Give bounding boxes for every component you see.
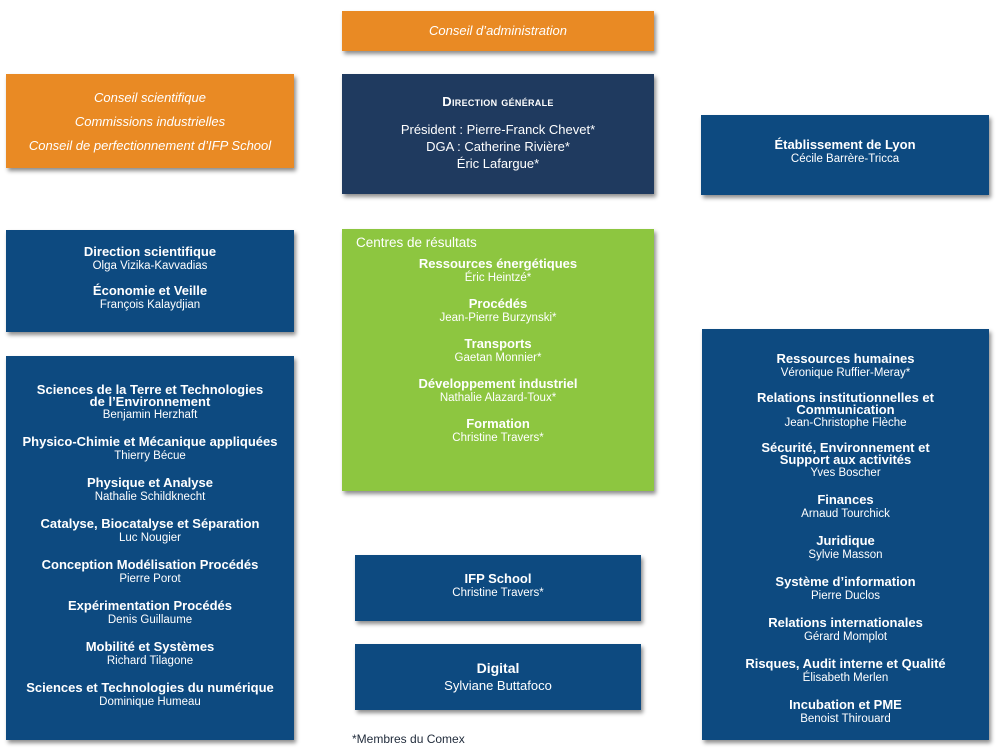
conseil-administration-box: Conseil d’administration (342, 11, 654, 51)
org-item-title: Direction scientifique (83, 244, 217, 259)
org-item-title: Juridique (816, 533, 875, 548)
org-item: Sciences et Technologies du numérique Do… (6, 680, 294, 710)
org-item-name: Olga Vizika-Kavvadias (92, 260, 208, 272)
org-item-name: Benjamin Herzhaft (102, 409, 198, 421)
org-item: Sécurité, Environnement et Support aux a… (702, 440, 989, 481)
lyon-title: Établissement de Lyon (774, 137, 916, 152)
org-item-title: Ressources énergétiques (418, 256, 578, 271)
support-functions-box: Ressources humaines Véronique Ruffier-Me… (702, 329, 989, 740)
org-item-name: Jean-Pierre Burzynski* (439, 312, 557, 324)
org-item-name: Véronique Ruffier-Meray* (780, 367, 911, 379)
org-item: Juridique Sylvie Masson (702, 533, 989, 563)
org-item-name: Luc Nougier (118, 532, 181, 544)
org-item-title: Incubation et PME (789, 697, 902, 712)
org-item: Sciences de la Terre et Technologies de … (6, 382, 294, 423)
org-item-title: Catalyse, Biocatalyse et Séparation (40, 516, 260, 531)
sciences-directions-box: Sciences de la Terre et Technologies de … (6, 356, 294, 740)
org-item-name: Sylvie Masson (808, 549, 883, 561)
org-item-name: Dominique Humeau (99, 696, 201, 708)
org-item: Procédés Jean-Pierre Burzynski* (342, 296, 654, 326)
direction-scientifique-box: Direction scientifique Olga Vizika-Kavva… (6, 230, 294, 332)
org-item-name: Jean-Christophe Flèche (784, 417, 907, 429)
org-item: Relations internationales Gérard Momplot (702, 615, 989, 645)
lyon-name: Cécile Barrère-Tricca (790, 153, 900, 165)
org-item-title: Conception Modélisation Procédés (41, 557, 259, 572)
centres-resultats-box: Centres de résultats Ressources énergéti… (342, 229, 654, 491)
org-item: Transports Gaetan Monnier* (342, 336, 654, 366)
org-item-title: Sciences de la Terre et Technologies de … (36, 382, 264, 409)
org-item-title: Sciences et Technologies du numérique (26, 680, 274, 695)
org-item: Formation Christine Travers* (342, 416, 654, 446)
org-item-title: Procédés (468, 296, 528, 311)
dga-second-line: Éric Lafargue* (456, 156, 540, 171)
org-item-name: Yves Boscher (810, 467, 881, 479)
conseil-perfectionnement-label: Conseil de perfectionnement d’IFP School (28, 138, 272, 153)
org-item-name: Gaetan Monnier* (454, 352, 542, 364)
direction-generale-box: Direction générale Président : Pierre-Fr… (342, 74, 654, 194)
org-item-name: Thierry Bécue (114, 450, 186, 462)
org-item-title: Formation (466, 416, 530, 431)
org-item: Développement industriel Nathalie Alazar… (342, 376, 654, 406)
comex-footnote: *Membres du Comex (352, 732, 465, 746)
org-item-name: Arnaud Tourchick (801, 508, 890, 520)
org-item: Risques, Audit interne et Qualité Élisab… (702, 656, 989, 686)
org-item: Expérimentation Procédés Denis Guillaume (6, 598, 294, 628)
org-item-title: Mobilité et Systèmes (85, 639, 215, 654)
org-item-title: Physico-Chimie et Mécanique appliquées (22, 434, 278, 449)
commissions-industrielles-label: Commissions industrielles (74, 114, 226, 129)
org-item: Physico-Chimie et Mécanique appliquées T… (6, 434, 294, 464)
org-item-name: Benoist Thirouard (800, 713, 891, 725)
org-item-title: Transports (464, 336, 532, 351)
org-item-title: Physique et Analyse (87, 475, 213, 490)
ifp-school-box: IFP School Christine Travers* (355, 555, 641, 621)
org-item-name: Denis Guillaume (107, 614, 193, 626)
centres-resultats-heading: Centres de résultats (356, 235, 477, 250)
org-item: Ressources humaines Véronique Ruffier-Me… (702, 351, 989, 381)
org-item: Catalyse, Biocatalyse et Séparation Luc … (6, 516, 294, 546)
etablissement-lyon-box: Établissement de Lyon Cécile Barrère-Tri… (701, 115, 989, 195)
dga-line: DGA : Catherine Rivière* (426, 139, 570, 154)
conseil-administration-label: Conseil d’administration (428, 23, 567, 38)
org-item-title: Relations institutionnelles et Communica… (757, 390, 934, 417)
org-item-title: Expérimentation Procédés (68, 598, 232, 613)
digital-box: Digital Sylviane Buttafoco (355, 644, 641, 710)
org-item: Ressources énergétiques Éric Heintzé* (342, 256, 654, 286)
org-item-title: Finances (817, 492, 874, 507)
org-item-title: Sécurité, Environnement et Support aux a… (761, 440, 930, 467)
ifp-school-name: Christine Travers* (452, 587, 544, 599)
org-item: Conception Modélisation Procédés Pierre … (6, 557, 294, 587)
org-item: Direction scientifique Olga Vizika-Kavva… (6, 244, 294, 274)
org-item-name: Élisabeth Merlen (802, 672, 889, 684)
org-item-name: Gérard Momplot (803, 631, 888, 643)
org-item-name: Nathalie Schildknecht (94, 491, 206, 503)
org-item: Mobilité et Systèmes Richard Tilagone (6, 639, 294, 669)
org-item-title: Ressources humaines (776, 351, 915, 366)
org-item: Physique et Analyse Nathalie Schildknech… (6, 475, 294, 505)
direction-generale-title: Direction générale (442, 94, 554, 109)
president-line: Président : Pierre-Franck Chevet* (400, 122, 596, 137)
org-item: Finances Arnaud Tourchick (702, 492, 989, 522)
org-item-title: Système d’information (775, 574, 916, 589)
org-item-name: Pierre Duclos (810, 590, 881, 602)
org-item-name: Éric Heintzé* (464, 272, 532, 284)
org-item-name: Pierre Porot (119, 573, 181, 585)
ifp-school-title: IFP School (464, 571, 532, 586)
org-item: Économie et Veille François Kalaydjian (6, 283, 294, 313)
org-item-name: Nathalie Alazard-Toux* (439, 392, 557, 404)
org-item-name: Christine Travers* (452, 432, 544, 444)
org-item-title: Relations internationales (768, 615, 923, 630)
conseil-scientifique-label: Conseil scientifique (93, 90, 206, 105)
org-item-name: François Kalaydjian (99, 299, 201, 311)
org-item-title: Risques, Audit interne et Qualité (745, 656, 946, 671)
org-item: Relations institutionnelles et Communica… (702, 390, 989, 431)
org-item-title: Développement industriel (418, 376, 578, 391)
conseils-box: Conseil scientifique Commissions industr… (6, 74, 294, 168)
org-item: Incubation et PME Benoist Thirouard (702, 697, 989, 727)
digital-name: Sylviane Buttafoco (444, 678, 552, 693)
org-item-title: Économie et Veille (92, 283, 208, 298)
org-item-name: Richard Tilagone (106, 655, 194, 667)
digital-title: Digital (476, 660, 520, 676)
org-item: Système d’information Pierre Duclos (702, 574, 989, 604)
